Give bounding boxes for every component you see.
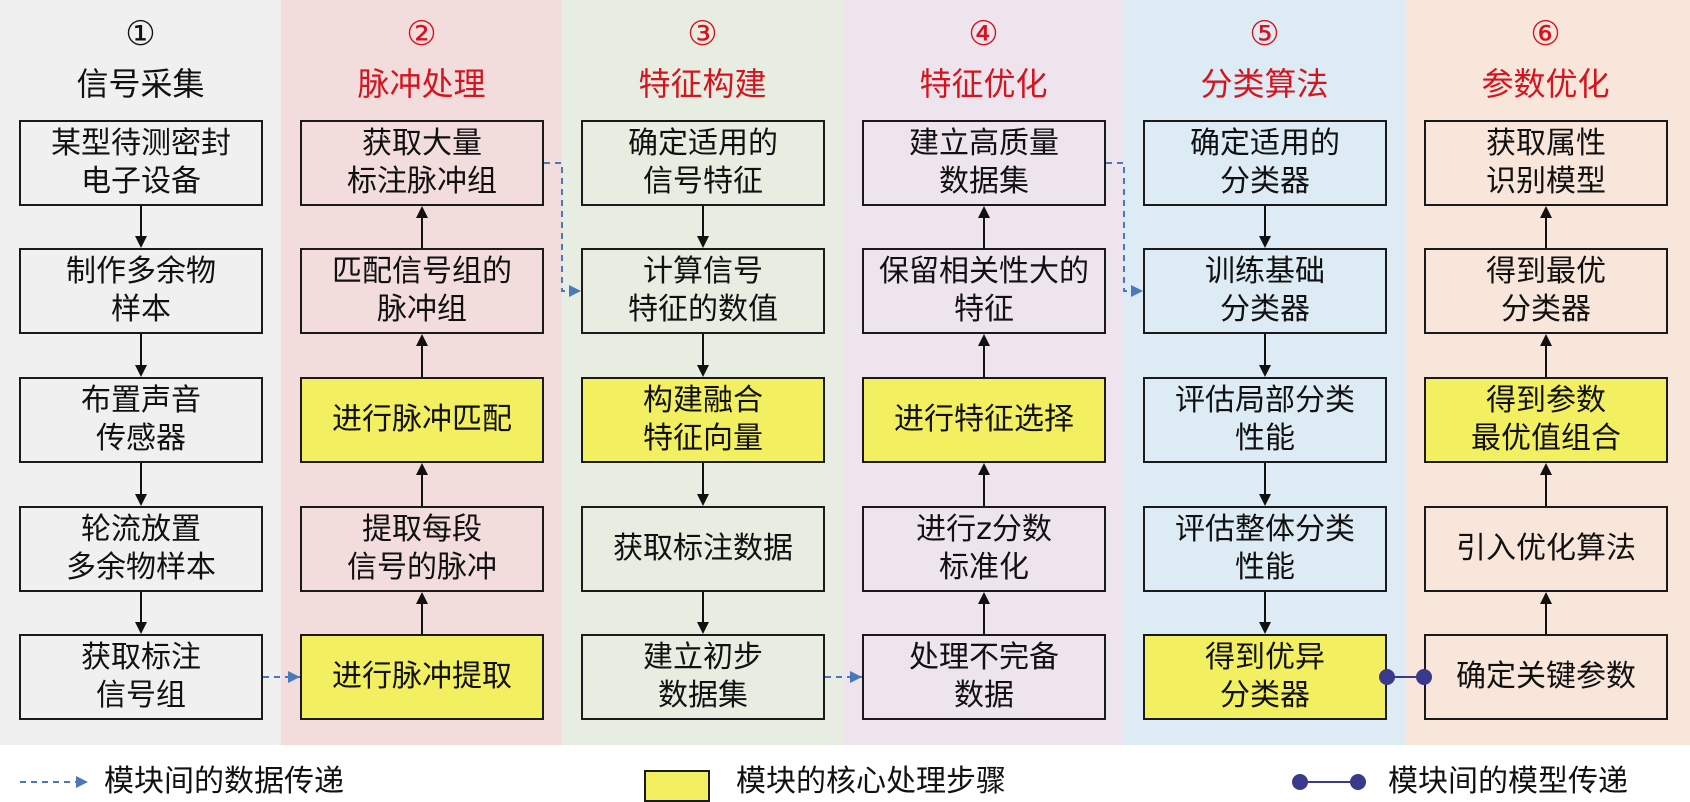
step-box-col2-row4: 提取每段 信号的脉冲: [300, 506, 544, 592]
step-box-col3-row2: 计算信号 特征的数值: [581, 248, 825, 334]
column-4-title: 特征优化: [919, 65, 1048, 103]
step-box-col2-row3: 进行脉冲匹配: [300, 377, 544, 463]
step-box-col4-row5: 处理不完备 数据: [862, 634, 1106, 720]
column-4-number: ④: [968, 14, 999, 54]
step-box-col4-row3: 进行特征选择: [862, 377, 1106, 463]
step-box-col5-row2: 训练基础 分类器: [1143, 248, 1387, 334]
legend-dashed-arrow-icon: [20, 776, 88, 788]
column-1-number: ①: [125, 14, 156, 54]
step-box-col3-row4: 获取标注数据: [581, 506, 825, 592]
column-6-background: [1405, 0, 1690, 745]
step-box-col5-row5: 得到优异 分类器: [1143, 634, 1387, 720]
step-box-col4-row1: 建立高质量 数据集: [862, 120, 1106, 206]
column-2-title: 脉冲处理: [357, 65, 486, 103]
step-box-col2-row5: 进行脉冲提取: [300, 634, 544, 720]
column-1-title: 信号采集: [76, 65, 205, 103]
column-6-title: 参数优化: [1481, 65, 1610, 103]
step-box-col4-row4: 进行z分数 标准化: [862, 506, 1106, 592]
step-box-col1-row5: 获取标注 信号组: [19, 634, 263, 720]
step-box-col4-row2: 保留相关性大的 特征: [862, 248, 1106, 334]
step-box-col3-row3: 构建融合 特征向量: [581, 377, 825, 463]
column-2-number: ②: [406, 14, 437, 54]
step-box-col6-row5: 确定关键参数: [1424, 634, 1668, 720]
step-box-col2-row1: 获取大量 标注脉冲组: [300, 120, 544, 206]
column-6-number: ⑥: [1530, 14, 1561, 54]
step-box-col2-row2: 匹配信号组的 脉冲组: [300, 248, 544, 334]
step-box-col6-row2: 得到最优 分类器: [1424, 248, 1668, 334]
step-box-col1-row1: 某型待测密封 电子设备: [19, 120, 263, 206]
step-box-col6-row1: 获取属性 识别模型: [1424, 120, 1668, 206]
step-box-col5-row4: 评估整体分类 性能: [1143, 506, 1387, 592]
column-5-number: ⑤: [1249, 14, 1280, 54]
step-box-col1-row4: 轮流放置 多余物样本: [19, 506, 263, 592]
step-box-col3-row1: 确定适用的 信号特征: [581, 120, 825, 206]
step-box-col6-row3: 得到参数 最优值组合: [1424, 377, 1668, 463]
column-3-number: ③: [687, 14, 718, 54]
step-box-col3-row5: 建立初步 数据集: [581, 634, 825, 720]
step-box-col6-row4: 引入优化算法: [1424, 506, 1668, 592]
column-3-title: 特征构建: [638, 65, 767, 103]
legend-model-transfer-label: 模块间的模型传递: [1388, 764, 1628, 799]
step-box-col5-row3: 评估局部分类 性能: [1143, 377, 1387, 463]
step-box-col1-row3: 布置声音 传感器: [19, 377, 263, 463]
legend-core-step-label: 模块的核心处理步骤: [736, 764, 1006, 799]
column-5-title: 分类算法: [1200, 65, 1329, 103]
step-box-col1-row2: 制作多余物 样本: [19, 248, 263, 334]
legend-data-transfer-label: 模块间的数据传递: [104, 764, 344, 799]
step-box-col5-row1: 确定适用的 分类器: [1143, 120, 1387, 206]
legend-core-swatch: [644, 770, 710, 802]
legend-model-link-icon: [1292, 774, 1366, 790]
